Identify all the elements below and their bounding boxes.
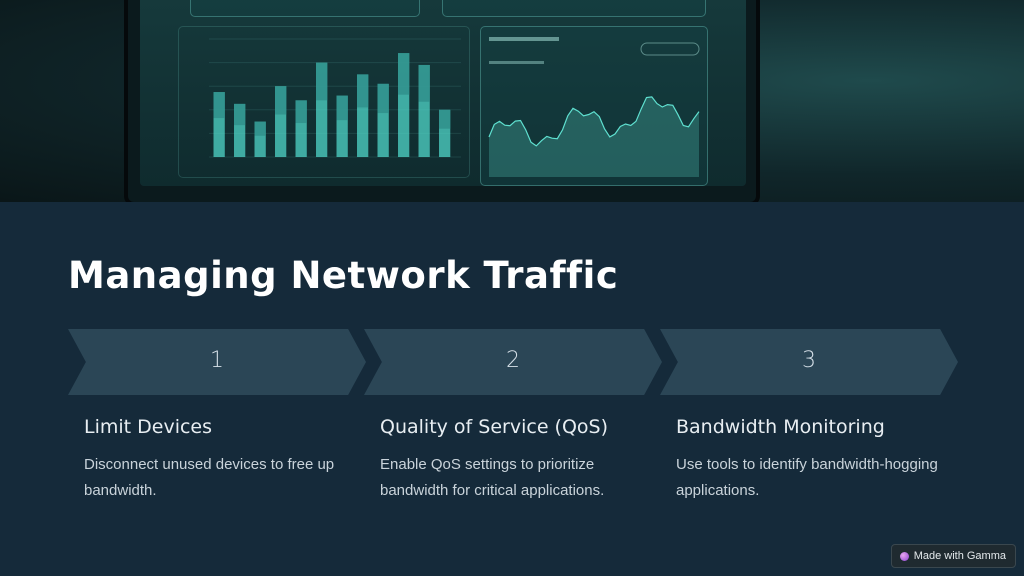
chart-bar: [316, 62, 328, 157]
chart-bar: [357, 74, 369, 157]
step-heading: Limit Devices: [84, 416, 213, 438]
step-number: 3: [802, 348, 816, 373]
chart-bar-top: [213, 92, 225, 119]
chart-bar: [234, 103, 246, 157]
step-1-arrow: 1: [68, 329, 366, 395]
top-panel-right: [442, 0, 706, 17]
content-area: Managing Network Traffic 1 2 3 Limit Dev…: [0, 202, 1024, 576]
step-1-content: Limit Devices Disconnect unused devices …: [84, 416, 364, 504]
step-2-content: Quality of Service (QoS) Enable QoS sett…: [380, 416, 660, 504]
range-pill: [640, 42, 700, 56]
chart-bar-top: [295, 100, 307, 124]
line-chart-panel: [480, 26, 708, 186]
page-title: Managing Network Traffic: [68, 254, 619, 297]
chart-bar: [295, 100, 307, 157]
line-chart: [488, 37, 700, 177]
chart-bar: [418, 64, 430, 157]
step-number: 2: [506, 348, 520, 373]
step-2-arrow: 2: [364, 329, 662, 395]
chart-bar-top: [418, 64, 430, 102]
panel-title-placeholder: [489, 37, 559, 41]
chart-bar: [336, 95, 348, 157]
chart-bar-top: [336, 95, 348, 121]
hero-image: [0, 0, 1024, 202]
chart-bar: [398, 53, 410, 157]
chart-bar-top: [254, 121, 266, 136]
line-chart-series: [488, 96, 700, 147]
bar-chart: [209, 38, 461, 158]
chart-bar-top: [439, 109, 451, 129]
gamma-logo-icon: [899, 551, 909, 561]
chart-bar: [213, 92, 225, 157]
chart-bar-top: [275, 86, 287, 115]
step-3-content: Bandwidth Monitoring Use tools to identi…: [676, 416, 956, 504]
chart-bar-top: [316, 62, 328, 101]
chart-bar-top: [357, 74, 369, 108]
step-description: Enable QoS settings to prioritize bandwi…: [380, 456, 605, 499]
step-heading: Quality of Service (QoS): [380, 416, 609, 438]
chart-bar-top: [234, 103, 246, 126]
step-heading: Bandwidth Monitoring: [676, 416, 885, 438]
step-description: Use tools to identify bandwidth-hogging …: [676, 456, 938, 499]
chart-bar: [377, 83, 389, 157]
panel-subtitle-placeholder: [489, 61, 544, 64]
chart-bar-top: [398, 53, 410, 95]
dashboard-screen: [140, 0, 746, 186]
top-panel: [190, 0, 420, 17]
made-with-gamma-badge[interactable]: Made with Gamma: [890, 544, 1016, 568]
chart-bar: [439, 109, 451, 157]
chart-bar: [254, 121, 266, 157]
step-3-arrow: 3: [660, 329, 958, 395]
line-chart-area: [489, 96, 699, 177]
chart-bar-top: [377, 83, 389, 114]
step-description: Disconnect unused devices to free up ban…: [84, 456, 335, 499]
bar-chart-panel: [178, 26, 470, 178]
monitor: [128, 0, 756, 202]
chart-bar: [275, 86, 287, 157]
badge-label: Made with Gamma: [913, 550, 1006, 562]
step-number: 1: [210, 348, 224, 373]
